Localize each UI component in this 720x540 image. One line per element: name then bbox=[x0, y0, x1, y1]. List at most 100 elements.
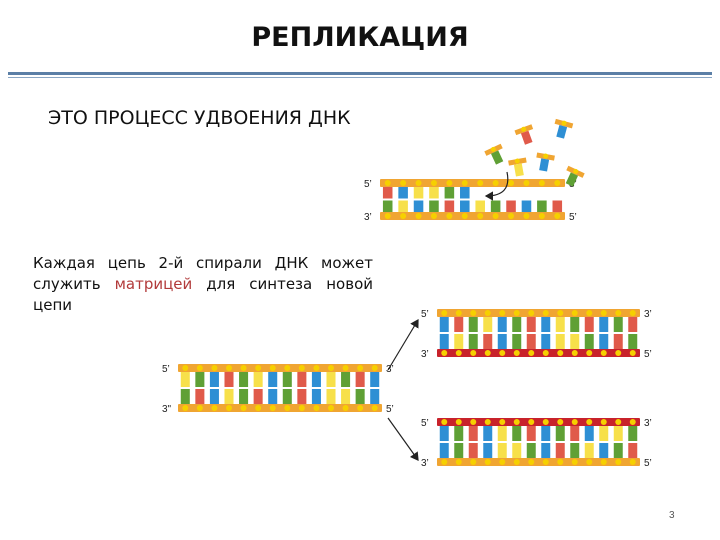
parent-dna: 5’3’3"5’ bbox=[162, 364, 394, 415]
nucleotide-base bbox=[513, 163, 524, 177]
base-bottom bbox=[282, 389, 292, 404]
base-bottom bbox=[429, 200, 439, 212]
base-bottom bbox=[599, 334, 609, 349]
base-bottom bbox=[555, 443, 565, 458]
base-top bbox=[497, 317, 507, 332]
free-nucleotide bbox=[536, 152, 555, 172]
base-bottom bbox=[444, 200, 455, 212]
base-top bbox=[555, 317, 565, 332]
base-top bbox=[341, 372, 351, 387]
base-bottom bbox=[584, 334, 594, 349]
base-bottom bbox=[180, 389, 190, 404]
backbone-strand-top bbox=[178, 364, 382, 372]
nucleotide-base bbox=[556, 124, 568, 139]
base-top bbox=[460, 187, 470, 199]
sugar-node-bottom bbox=[629, 459, 636, 465]
base-top bbox=[382, 187, 393, 199]
nucleotide-base bbox=[490, 150, 504, 165]
sugar-node-bottom bbox=[226, 405, 232, 411]
incorporation-arrow bbox=[484, 171, 509, 201]
sugar-node-bottom bbox=[461, 213, 468, 219]
sugar-node-bottom bbox=[528, 459, 535, 465]
base-bottom bbox=[541, 334, 551, 349]
sugar-node-bottom bbox=[240, 405, 247, 411]
base-top bbox=[599, 317, 609, 332]
free-nucleotide bbox=[484, 143, 504, 165]
base-bottom bbox=[497, 443, 507, 458]
sugar-node-bottom bbox=[284, 405, 291, 411]
base-top bbox=[483, 426, 493, 441]
sugar-node-bottom bbox=[455, 459, 462, 465]
sugar-node-top bbox=[455, 419, 462, 425]
base-top bbox=[613, 426, 623, 441]
base-bottom bbox=[460, 200, 470, 212]
sugar-node-bottom bbox=[499, 350, 506, 356]
sugar-node-bottom bbox=[615, 350, 622, 356]
note-text-start: Каждая цепь 2-й спирали ДНК может служит… bbox=[33, 254, 373, 293]
sugar-node-top bbox=[629, 310, 636, 316]
base-top bbox=[253, 372, 263, 387]
base-top bbox=[444, 187, 455, 199]
title-divider-thin bbox=[8, 77, 712, 78]
sugar-node-bottom bbox=[455, 350, 462, 356]
sugar-node-bottom bbox=[554, 213, 561, 219]
sugar-node-bottom bbox=[415, 213, 422, 219]
backbone-strand-bottom bbox=[380, 212, 565, 220]
base-top bbox=[497, 426, 507, 441]
base-top bbox=[398, 187, 408, 199]
base-bottom bbox=[521, 200, 532, 212]
sugar-node-top bbox=[446, 180, 453, 186]
sugar-node-top bbox=[182, 365, 189, 371]
sugar-node-top bbox=[470, 310, 477, 316]
label-bottom-left: 3’ bbox=[421, 349, 429, 360]
base-top bbox=[454, 426, 464, 441]
arrow-to-daughter-2 bbox=[387, 417, 419, 461]
base-bottom bbox=[311, 389, 321, 404]
nucleotide-node bbox=[521, 126, 527, 132]
base-bottom bbox=[370, 389, 380, 404]
sugar-node-bottom bbox=[600, 350, 607, 356]
base-bottom bbox=[195, 389, 205, 404]
sugar-node-bottom bbox=[484, 459, 491, 465]
base-bottom bbox=[413, 200, 424, 212]
backbone-strand-bottom bbox=[437, 458, 640, 466]
sugar-node-top bbox=[586, 419, 593, 425]
base-bottom bbox=[454, 443, 464, 458]
base-top bbox=[209, 372, 219, 387]
label-bottom-right: 5’ bbox=[569, 212, 577, 223]
page-number: 3 bbox=[669, 510, 675, 521]
label-top-left: 5’ bbox=[421, 418, 429, 429]
base-top bbox=[468, 317, 478, 332]
sugar-node-top bbox=[528, 310, 535, 316]
base-top bbox=[555, 426, 565, 441]
explanation-text: Каждая цепь 2-й спирали ДНК может служит… bbox=[33, 253, 373, 316]
base-bottom bbox=[439, 443, 449, 458]
sugar-node-top bbox=[255, 365, 262, 371]
free-nucleotide bbox=[514, 124, 534, 145]
base-bottom bbox=[326, 389, 336, 404]
daughter-dna-1: 5’3’3’5’ bbox=[421, 309, 652, 360]
sugar-node-top bbox=[441, 310, 448, 316]
base-bottom bbox=[224, 389, 234, 404]
base-bottom bbox=[398, 200, 408, 212]
sugar-node-top bbox=[629, 419, 636, 425]
base-bottom bbox=[570, 334, 580, 349]
free-nucleotide bbox=[554, 118, 574, 139]
base-bottom bbox=[475, 200, 485, 212]
base-bottom bbox=[355, 389, 365, 404]
base-bottom bbox=[512, 334, 522, 349]
base-bottom bbox=[599, 443, 609, 458]
sugar-node-bottom bbox=[400, 213, 407, 219]
base-top bbox=[297, 372, 307, 387]
base-bottom bbox=[555, 334, 565, 349]
label-bottom-right: 5’ bbox=[644, 458, 652, 469]
sugar-node-bottom bbox=[600, 459, 607, 465]
sugar-node-bottom bbox=[615, 459, 622, 465]
sugar-node-top bbox=[513, 310, 520, 316]
backbone-strand-top bbox=[437, 418, 640, 426]
sugar-node-top bbox=[226, 365, 232, 371]
sugar-node-top bbox=[298, 365, 305, 371]
slide-title: РЕПЛИКАЦИЯ bbox=[251, 22, 469, 53]
sugar-node-bottom bbox=[542, 459, 549, 465]
